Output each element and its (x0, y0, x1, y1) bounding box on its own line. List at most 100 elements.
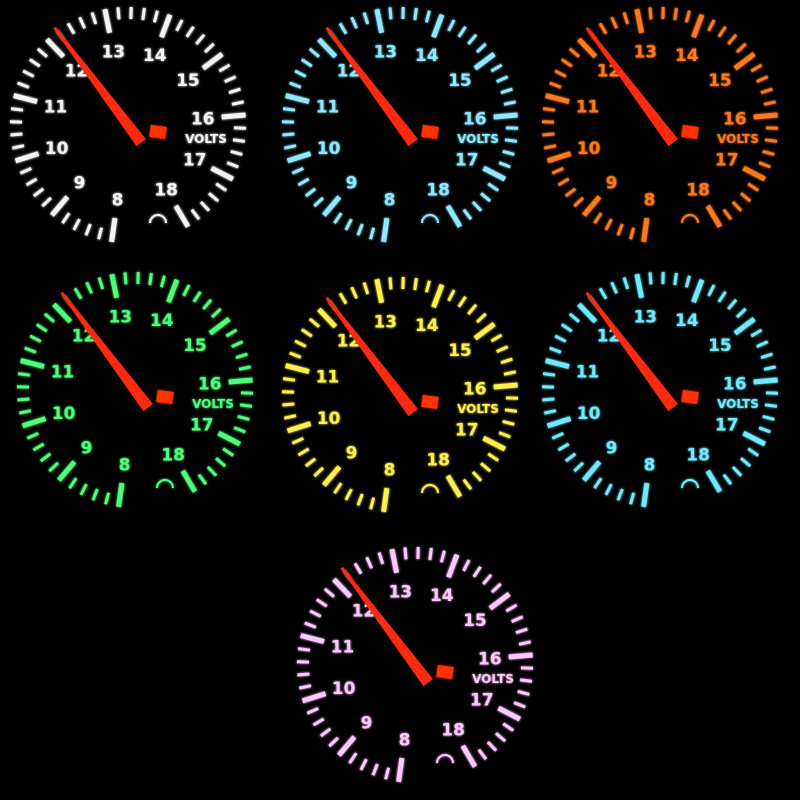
gauge-needle (585, 26, 678, 147)
gauge-major-tick (577, 37, 598, 59)
gauge-minor-tick (564, 452, 577, 463)
gauge-major-tick (396, 757, 405, 783)
gauge-minor-tick (762, 149, 775, 156)
gauge-minor-tick (472, 565, 482, 578)
gauge-minor-tick (519, 678, 533, 683)
gauge-warning-indicator (681, 389, 699, 405)
gauge-scale-label: 18 (426, 181, 450, 201)
gauge-minor-tick (291, 167, 304, 175)
gauge-minor-tick (542, 372, 556, 377)
gauge-minor-tick (18, 409, 32, 415)
gauge-scale-label: 13 (101, 43, 125, 63)
gauge-major-tick (336, 735, 357, 757)
gauge-minor-tick (190, 208, 201, 221)
gauge-unit-label: VOLTS (717, 132, 759, 146)
gauge-scale-label: 14 (675, 311, 699, 331)
gauge-minor-tick (232, 138, 246, 143)
gauge-scale-label: 16 (463, 110, 487, 130)
gauge-scale-label: 11 (576, 97, 600, 117)
gauge-minor-tick (543, 144, 557, 150)
gauge-scale-label: 11 (316, 367, 340, 387)
gauge-minor-tick (490, 333, 503, 343)
gauge-minor-tick (26, 432, 39, 440)
gauge-minor-tick (210, 307, 222, 319)
gauge-minor-tick (41, 196, 53, 208)
gauge-scale-label: 13 (373, 43, 397, 63)
gauge-minor-tick (148, 272, 153, 286)
gauge-minor-tick (319, 727, 332, 738)
gauge-major-tick (221, 112, 246, 120)
gauge-unit-label: VOLTS (717, 397, 759, 411)
gauge-major-tick (577, 302, 598, 324)
gauge-scale-label: 15 (448, 341, 472, 361)
gauge-minor-tick (487, 452, 500, 462)
gauge-scale-label: 11 (316, 97, 340, 117)
gauge-major-tick (13, 93, 38, 105)
gauge-minor-tick (707, 284, 716, 297)
gauge-scale-label: 14 (415, 316, 439, 336)
gauge-major-tick (508, 652, 533, 660)
gauge-minor-tick (294, 69, 307, 78)
gauge-minor-tick (629, 492, 636, 505)
gauge-scale-label: 13 (633, 308, 657, 328)
gauge-scale-label: 15 (448, 71, 472, 91)
gauge-minor-tick (475, 42, 487, 54)
gauge-minor-tick (289, 351, 302, 359)
gauge-scale-label: 15 (708, 71, 732, 91)
gauge-minor-tick (235, 352, 248, 360)
gauge-minor-tick (542, 107, 556, 112)
gauge-lamp-icon (681, 479, 699, 489)
gauge-minor-tick (554, 334, 567, 343)
gauge-major-tick (733, 52, 756, 71)
gauge-minor-tick (24, 346, 37, 354)
gauge-minor-tick (684, 10, 691, 23)
gauge-minor-tick (673, 7, 678, 21)
gauge-major-tick (49, 195, 70, 217)
gauge-scale-label: 9 (81, 438, 93, 458)
gauge-scale-label: 11 (51, 362, 75, 382)
gauge-minor-tick (73, 287, 83, 300)
gauge-minor-tick (424, 10, 431, 23)
gauge-major-tick (300, 633, 325, 645)
gauge-minor-tick (439, 550, 446, 563)
gauge-minor-tick (763, 365, 777, 371)
gauge-minor-tick (66, 22, 76, 35)
gauge-minor-tick (353, 562, 363, 575)
gauge-major-tick (742, 165, 767, 182)
gauge-minor-tick (384, 767, 391, 780)
gauge-minor-tick (758, 161, 771, 169)
gauge-major-tick (445, 204, 463, 228)
gauge-minor-tick (557, 177, 570, 187)
gauge-scale-label: 13 (108, 308, 132, 328)
gauge-major-tick (705, 469, 723, 493)
gauge-needle (340, 566, 433, 687)
gauge-minor-tick (97, 277, 105, 290)
gauge-minor-tick (471, 470, 483, 482)
gauge-minor-tick (503, 370, 517, 376)
gauge-minor-tick (518, 640, 532, 646)
gauge-minor-tick (199, 200, 211, 212)
gauge-scale-label: 16 (723, 110, 747, 130)
gauge-minor-tick (304, 457, 317, 468)
gauge-minor-tick (629, 227, 636, 240)
gauge-minor-tick (152, 10, 159, 23)
gauge-scale-label: 8 (384, 190, 396, 210)
gauge-scale-label: 10 (577, 139, 601, 159)
gauge-minor-tick (747, 447, 760, 457)
gauge-minor-tick (237, 414, 250, 421)
gauge-major-tick (201, 52, 224, 71)
gauge-minor-tick (39, 452, 52, 463)
gauge-minor-tick (36, 47, 48, 58)
gauge-minor-tick (413, 277, 418, 291)
gauge-scale-label: 11 (44, 97, 68, 117)
gauge-minor-tick (731, 465, 743, 477)
gauge-minor-tick (297, 177, 310, 187)
gauge-major-tick (431, 13, 445, 39)
gauge-minor-tick (231, 100, 245, 106)
gauge-minor-tick (593, 212, 603, 225)
gauge-scale-label: 14 (675, 46, 699, 66)
gauge-scale-label: 14 (415, 46, 439, 66)
gauge-minor-tick (560, 58, 573, 68)
